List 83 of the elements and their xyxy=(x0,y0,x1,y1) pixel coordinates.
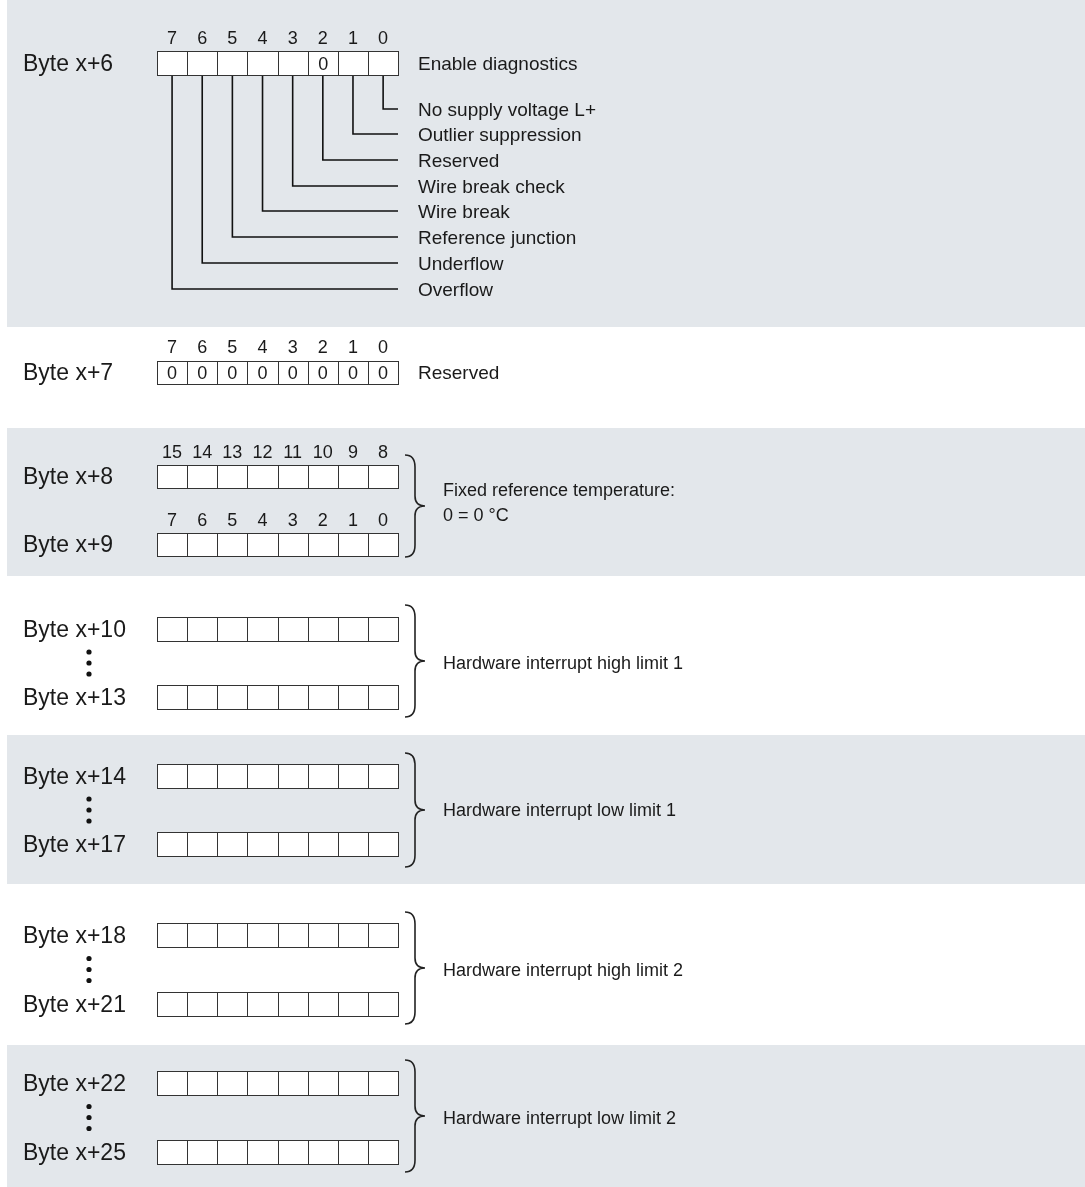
bit-cell xyxy=(187,51,219,76)
byte-label: Byte x+13 xyxy=(23,685,126,709)
field-description: Wire break xyxy=(398,201,510,221)
bit-number: 3 xyxy=(287,338,298,356)
bit-number: 0 xyxy=(378,29,389,47)
bit-number: 10 xyxy=(312,443,333,461)
bit-number: 9 xyxy=(347,443,358,461)
bit-cell xyxy=(157,51,189,76)
byte-label: Byte x+18 xyxy=(23,923,126,947)
field-description: Reference junction xyxy=(398,227,577,247)
bit-number: 3 xyxy=(287,29,298,47)
field-description: Fixed reference temperature: 0 = 0 °C xyxy=(443,479,677,527)
bit-number: 5 xyxy=(227,511,238,529)
bit-value: 0 xyxy=(347,364,358,382)
field-description: Hardware interrupt low limit 1 xyxy=(443,801,677,819)
field-description: Wire break check xyxy=(398,176,565,196)
bit-value: 0 xyxy=(317,364,328,382)
field-description: Overflow xyxy=(398,279,493,299)
byte-label: Byte x+8 xyxy=(23,464,114,488)
bit-number: 6 xyxy=(197,29,208,47)
bit-number: 11 xyxy=(283,443,302,461)
bit-number: 6 xyxy=(197,338,208,356)
bit-number: 15 xyxy=(162,443,183,461)
leader-line xyxy=(171,75,399,290)
byte-label: Byte x+14 xyxy=(23,764,126,788)
leader-line xyxy=(261,75,399,212)
bit-cell xyxy=(247,51,279,76)
bit-number: 2 xyxy=(317,338,328,356)
bit-cell xyxy=(217,51,249,76)
field-description: Underflow xyxy=(398,253,504,273)
field-description: Hardware interrupt low limit 2 xyxy=(443,1108,677,1127)
byte-label: Byte x+17 xyxy=(23,832,126,856)
bit-number: 0 xyxy=(378,338,389,356)
bit-cell xyxy=(277,51,309,76)
field-description: Outlier suppression xyxy=(398,124,582,144)
byte-label: Byte x+10 xyxy=(23,617,126,641)
bit-number: 4 xyxy=(257,511,268,529)
bit-number: 6 xyxy=(197,511,208,529)
bit-value: 0 xyxy=(287,364,298,382)
bit-value: 0 xyxy=(167,364,178,382)
bit-number: 0 xyxy=(378,511,389,529)
leader-line xyxy=(322,75,399,161)
bit-cell xyxy=(337,51,370,76)
bit-number: 14 xyxy=(192,443,213,461)
bit-number: 8 xyxy=(378,443,389,461)
bit-cell xyxy=(368,51,400,76)
field-description: Enable diagnostics xyxy=(418,53,578,73)
bit-number: 7 xyxy=(167,29,178,47)
bit-number: 2 xyxy=(317,29,328,47)
bit-number: 1 xyxy=(347,338,358,356)
leader-line xyxy=(231,75,399,238)
bit-value: 0 xyxy=(257,364,268,382)
bit-number: 7 xyxy=(167,338,178,356)
bit-number: 4 xyxy=(257,29,268,47)
leader-line xyxy=(382,75,399,110)
bit-number: 4 xyxy=(257,338,268,356)
byte-label: Byte x+7 xyxy=(23,360,114,384)
byte-label: Byte x+25 xyxy=(23,1140,126,1164)
bit-number: 3 xyxy=(287,511,298,529)
bit-number: 13 xyxy=(222,443,243,461)
bit-cell: 0 xyxy=(307,51,339,76)
byte-label: Byte x+6 xyxy=(23,51,114,75)
bit-value: 0 xyxy=(197,364,208,382)
bit-number: 12 xyxy=(252,443,273,461)
bit-number: 1 xyxy=(347,29,358,47)
leader-line xyxy=(201,75,399,264)
field-description: Reserved xyxy=(418,362,500,382)
bit-number: 1 xyxy=(347,511,358,529)
field-description: Hardware interrupt high limit 1 xyxy=(443,654,684,672)
leader-line xyxy=(352,75,399,135)
byte-label: Byte x+21 xyxy=(23,992,126,1016)
bit-number: 7 xyxy=(167,511,178,529)
byte-label: Byte x+9 xyxy=(23,532,114,556)
byte-label: Byte x+22 xyxy=(23,1071,126,1095)
bit-number: 5 xyxy=(227,338,238,356)
field-description: No supply voltage L+ xyxy=(398,99,596,119)
field-description: Reserved xyxy=(398,150,500,170)
bit-number: 5 xyxy=(227,29,238,47)
bit-number: 2 xyxy=(317,511,328,529)
leader-line xyxy=(291,75,399,187)
bit-value: 0 xyxy=(227,364,238,382)
field-description: Hardware interrupt high limit 2 xyxy=(443,960,684,979)
bit-value: 0 xyxy=(378,364,389,382)
